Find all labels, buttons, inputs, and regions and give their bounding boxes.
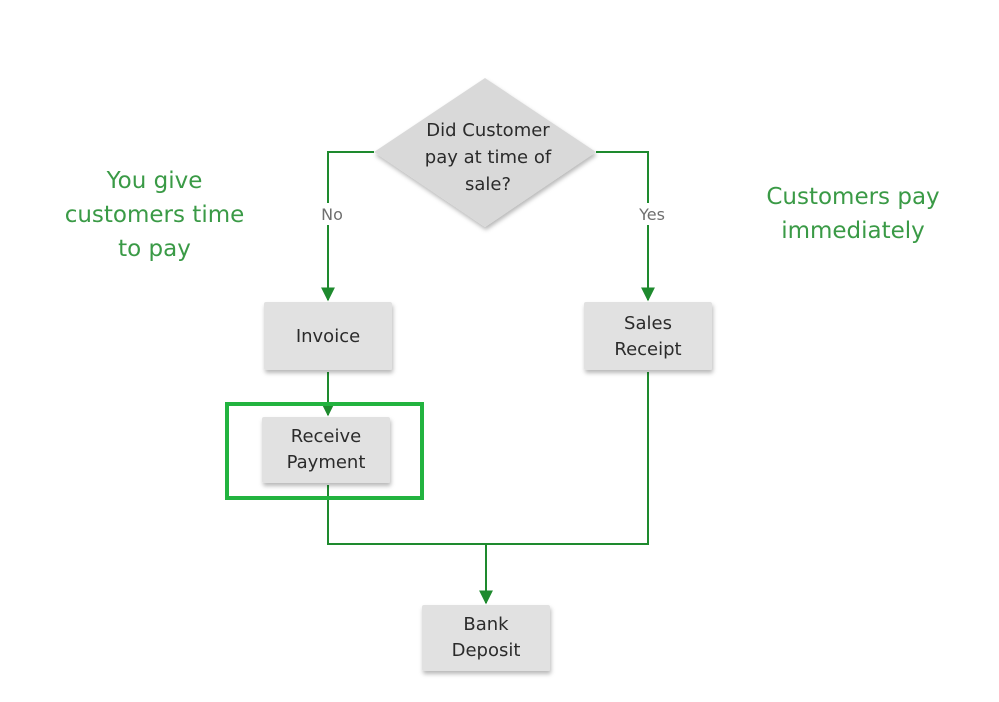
node-sales-receipt: Sales Receipt: [584, 302, 712, 370]
decision-node: Did Customer pay at time of sale?: [374, 78, 596, 227]
annotation-right: Customers pay immediately: [742, 180, 964, 248]
receive-payment-box: [262, 417, 390, 483]
annotation-left-line-2: customers time: [64, 202, 245, 228]
annotation-right-line-1: Customers pay: [766, 184, 940, 210]
bank-deposit-line-1: Bank: [463, 614, 509, 635]
branch-label-yes: Yes: [638, 205, 665, 224]
invoice-label: Invoice: [296, 326, 360, 347]
sales-receipt-line-2: Receipt: [614, 339, 681, 360]
sales-receipt-line-1: Sales: [624, 313, 672, 334]
receive-payment-line-2: Payment: [287, 452, 366, 473]
highlight-frame: [225, 402, 424, 500]
edge-receive-payment-to-merge: [327, 485, 486, 545]
bank-deposit-box: [422, 605, 550, 671]
decision-diamond: [374, 78, 596, 227]
receive-payment-line-1: Receive: [291, 426, 361, 447]
node-bank-deposit: Bank Deposit: [422, 605, 550, 671]
annotation-left-line-1: You give: [106, 168, 203, 194]
invoice-box: [264, 302, 392, 370]
decision-line-3: sale?: [465, 174, 511, 195]
decision-line-1: Did Customer: [426, 120, 550, 141]
no-label-bg: [306, 203, 350, 225]
edge-decision-to-sales-receipt: [596, 151, 655, 302]
node-invoice: Invoice: [264, 302, 392, 370]
annotation-left-line-3: to pay: [118, 236, 191, 262]
branch-label-no: No: [321, 205, 343, 224]
sales-receipt-box: [584, 302, 712, 370]
edge-decision-to-invoice: [321, 151, 374, 302]
annotation-left: You give customers time to pay: [42, 164, 267, 266]
annotation-right-line-2: immediately: [781, 218, 925, 244]
bank-deposit-line-2: Deposit: [452, 640, 521, 661]
node-receive-payment: Receive Payment: [262, 417, 390, 483]
decision-line-2: pay at time of: [425, 147, 552, 168]
yes-label-bg: [628, 203, 672, 225]
edge-sales-receipt-to-merge: [486, 372, 649, 545]
